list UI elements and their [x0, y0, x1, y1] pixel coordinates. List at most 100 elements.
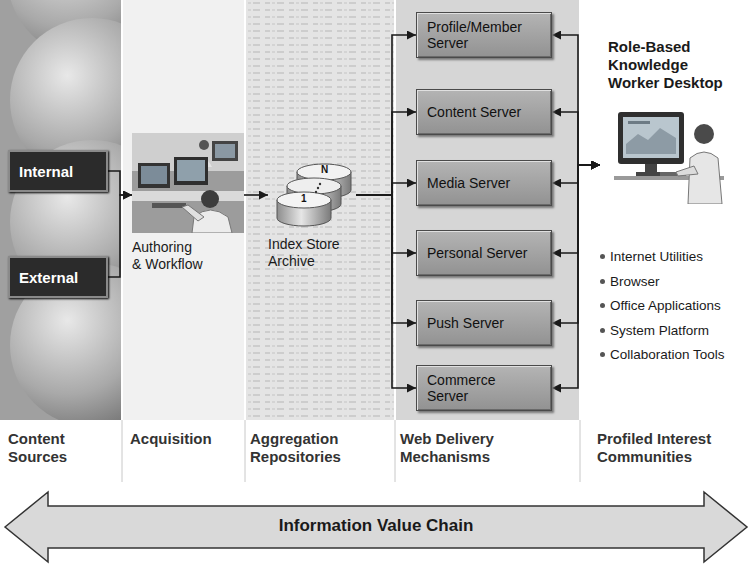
node-text: Content Server [427, 104, 521, 120]
art-line [395, 420, 396, 482]
connector-arrow [356, 195, 416, 253]
art-rect [174, 157, 208, 185]
column-band [395, 0, 580, 420]
desktop-node: Role-Based Knowledge Worker Desktop [600, 38, 748, 204]
illustration [268, 158, 356, 230]
bullet-dot [600, 328, 605, 333]
bullet-item: Browser [610, 274, 660, 289]
art-rect [141, 166, 167, 184]
bullet-row: Office Applications [600, 298, 721, 313]
database-illustration [268, 158, 354, 230]
art-rect [618, 112, 684, 164]
column-divider [122, 0, 580, 420]
art-ellipse [287, 178, 341, 194]
connector-arrow [356, 183, 416, 195]
art-circle [694, 124, 714, 144]
source-box: Internal [8, 150, 108, 192]
server-box: Personal Server [416, 230, 552, 276]
desktop-illustration [614, 104, 724, 204]
connector-arrow [356, 195, 416, 323]
connector-arrow [356, 35, 416, 195]
source-box: External [8, 256, 108, 298]
bullet-row: Collaboration Tools [600, 347, 725, 362]
column-header: Content Sources [8, 430, 80, 466]
header-divider [122, 420, 580, 482]
bullet-dot [600, 279, 605, 284]
connector-arrow [552, 165, 600, 323]
connector-arrow [552, 35, 600, 165]
art-rect [138, 163, 170, 188]
column-header: Profiled Interest Communities [597, 430, 739, 466]
art-line [394, 0, 396, 420]
art-rect [132, 133, 244, 233]
art-circle [199, 140, 209, 150]
art-path [182, 205, 204, 221]
art-rect [152, 203, 186, 208]
art-circle [315, 191, 317, 193]
process-illustration: Authoring & Workflow [132, 133, 244, 273]
art-rect [132, 191, 244, 201]
art-path [676, 166, 698, 176]
art-path [688, 152, 722, 204]
node-text: External [19, 269, 78, 286]
illustration [132, 133, 244, 233]
globe-texture [7, 0, 122, 420]
art-rect [623, 117, 679, 158]
art-line [579, 0, 581, 420]
column-band [122, 0, 245, 420]
server-box: Content Server [416, 89, 552, 135]
illustration [614, 104, 748, 204]
connector-arrow [108, 195, 132, 277]
server-box: Profile/Member Server [416, 12, 552, 58]
connector-arrow [108, 171, 132, 195]
bullet-item: Office Applications [610, 298, 721, 313]
connector-arrow [552, 165, 600, 253]
node-text: Index Store Archive [268, 236, 353, 270]
index-number: N [321, 164, 328, 175]
art-rect [177, 160, 205, 181]
art-circle [317, 187, 319, 189]
art-path [626, 128, 676, 154]
bullet-dot [600, 352, 605, 357]
art-line [121, 0, 123, 420]
column-band [580, 0, 752, 420]
art-ellipse [297, 164, 351, 180]
connector-arrow [356, 195, 416, 388]
node-text: Internal [19, 163, 73, 180]
chain-title: Information Value Chain [0, 516, 752, 536]
art-circle [201, 190, 219, 208]
column-header: Aggregation Repositories [250, 430, 358, 466]
bullet-row: Internet Utilities [600, 249, 703, 264]
connector-arrow [552, 112, 600, 165]
art-rect [215, 144, 235, 158]
column-header: Acquisition [130, 430, 240, 448]
bullet-dot [600, 303, 605, 308]
workflow-illustration [132, 133, 244, 233]
node-text: Profile/Member Server [427, 19, 534, 51]
server-box: Push Server [416, 300, 552, 346]
node-text: Commerce Server [427, 372, 534, 404]
bullet-item: Internet Utilities [610, 249, 703, 264]
node-text: Push Server [427, 315, 504, 331]
binary-texture [245, 0, 395, 420]
art-rect [212, 141, 238, 161]
art-line [244, 0, 246, 420]
bullet-item: System Platform [610, 323, 709, 338]
server-box: Commerce Server [416, 365, 552, 411]
node-text: Role-Based Knowledge Worker Desktop [608, 38, 733, 92]
connector-arrow [244, 194, 268, 196]
art-line [245, 420, 246, 482]
node-text: Personal Server [427, 245, 527, 261]
server-box: Media Server [416, 160, 552, 206]
bullet-item: Collaboration Tools [610, 347, 725, 362]
bullet-row: System Platform [600, 323, 709, 338]
bullet-dot [600, 254, 605, 259]
column-header: Web Delivery Mechanisms [400, 430, 520, 466]
column-band [245, 0, 395, 420]
node-text: Media Server [427, 175, 510, 191]
node-text: Authoring & Workflow [132, 239, 204, 273]
bullet-row: Browser [600, 274, 660, 289]
art-line [122, 420, 123, 482]
art-circle [319, 183, 321, 185]
